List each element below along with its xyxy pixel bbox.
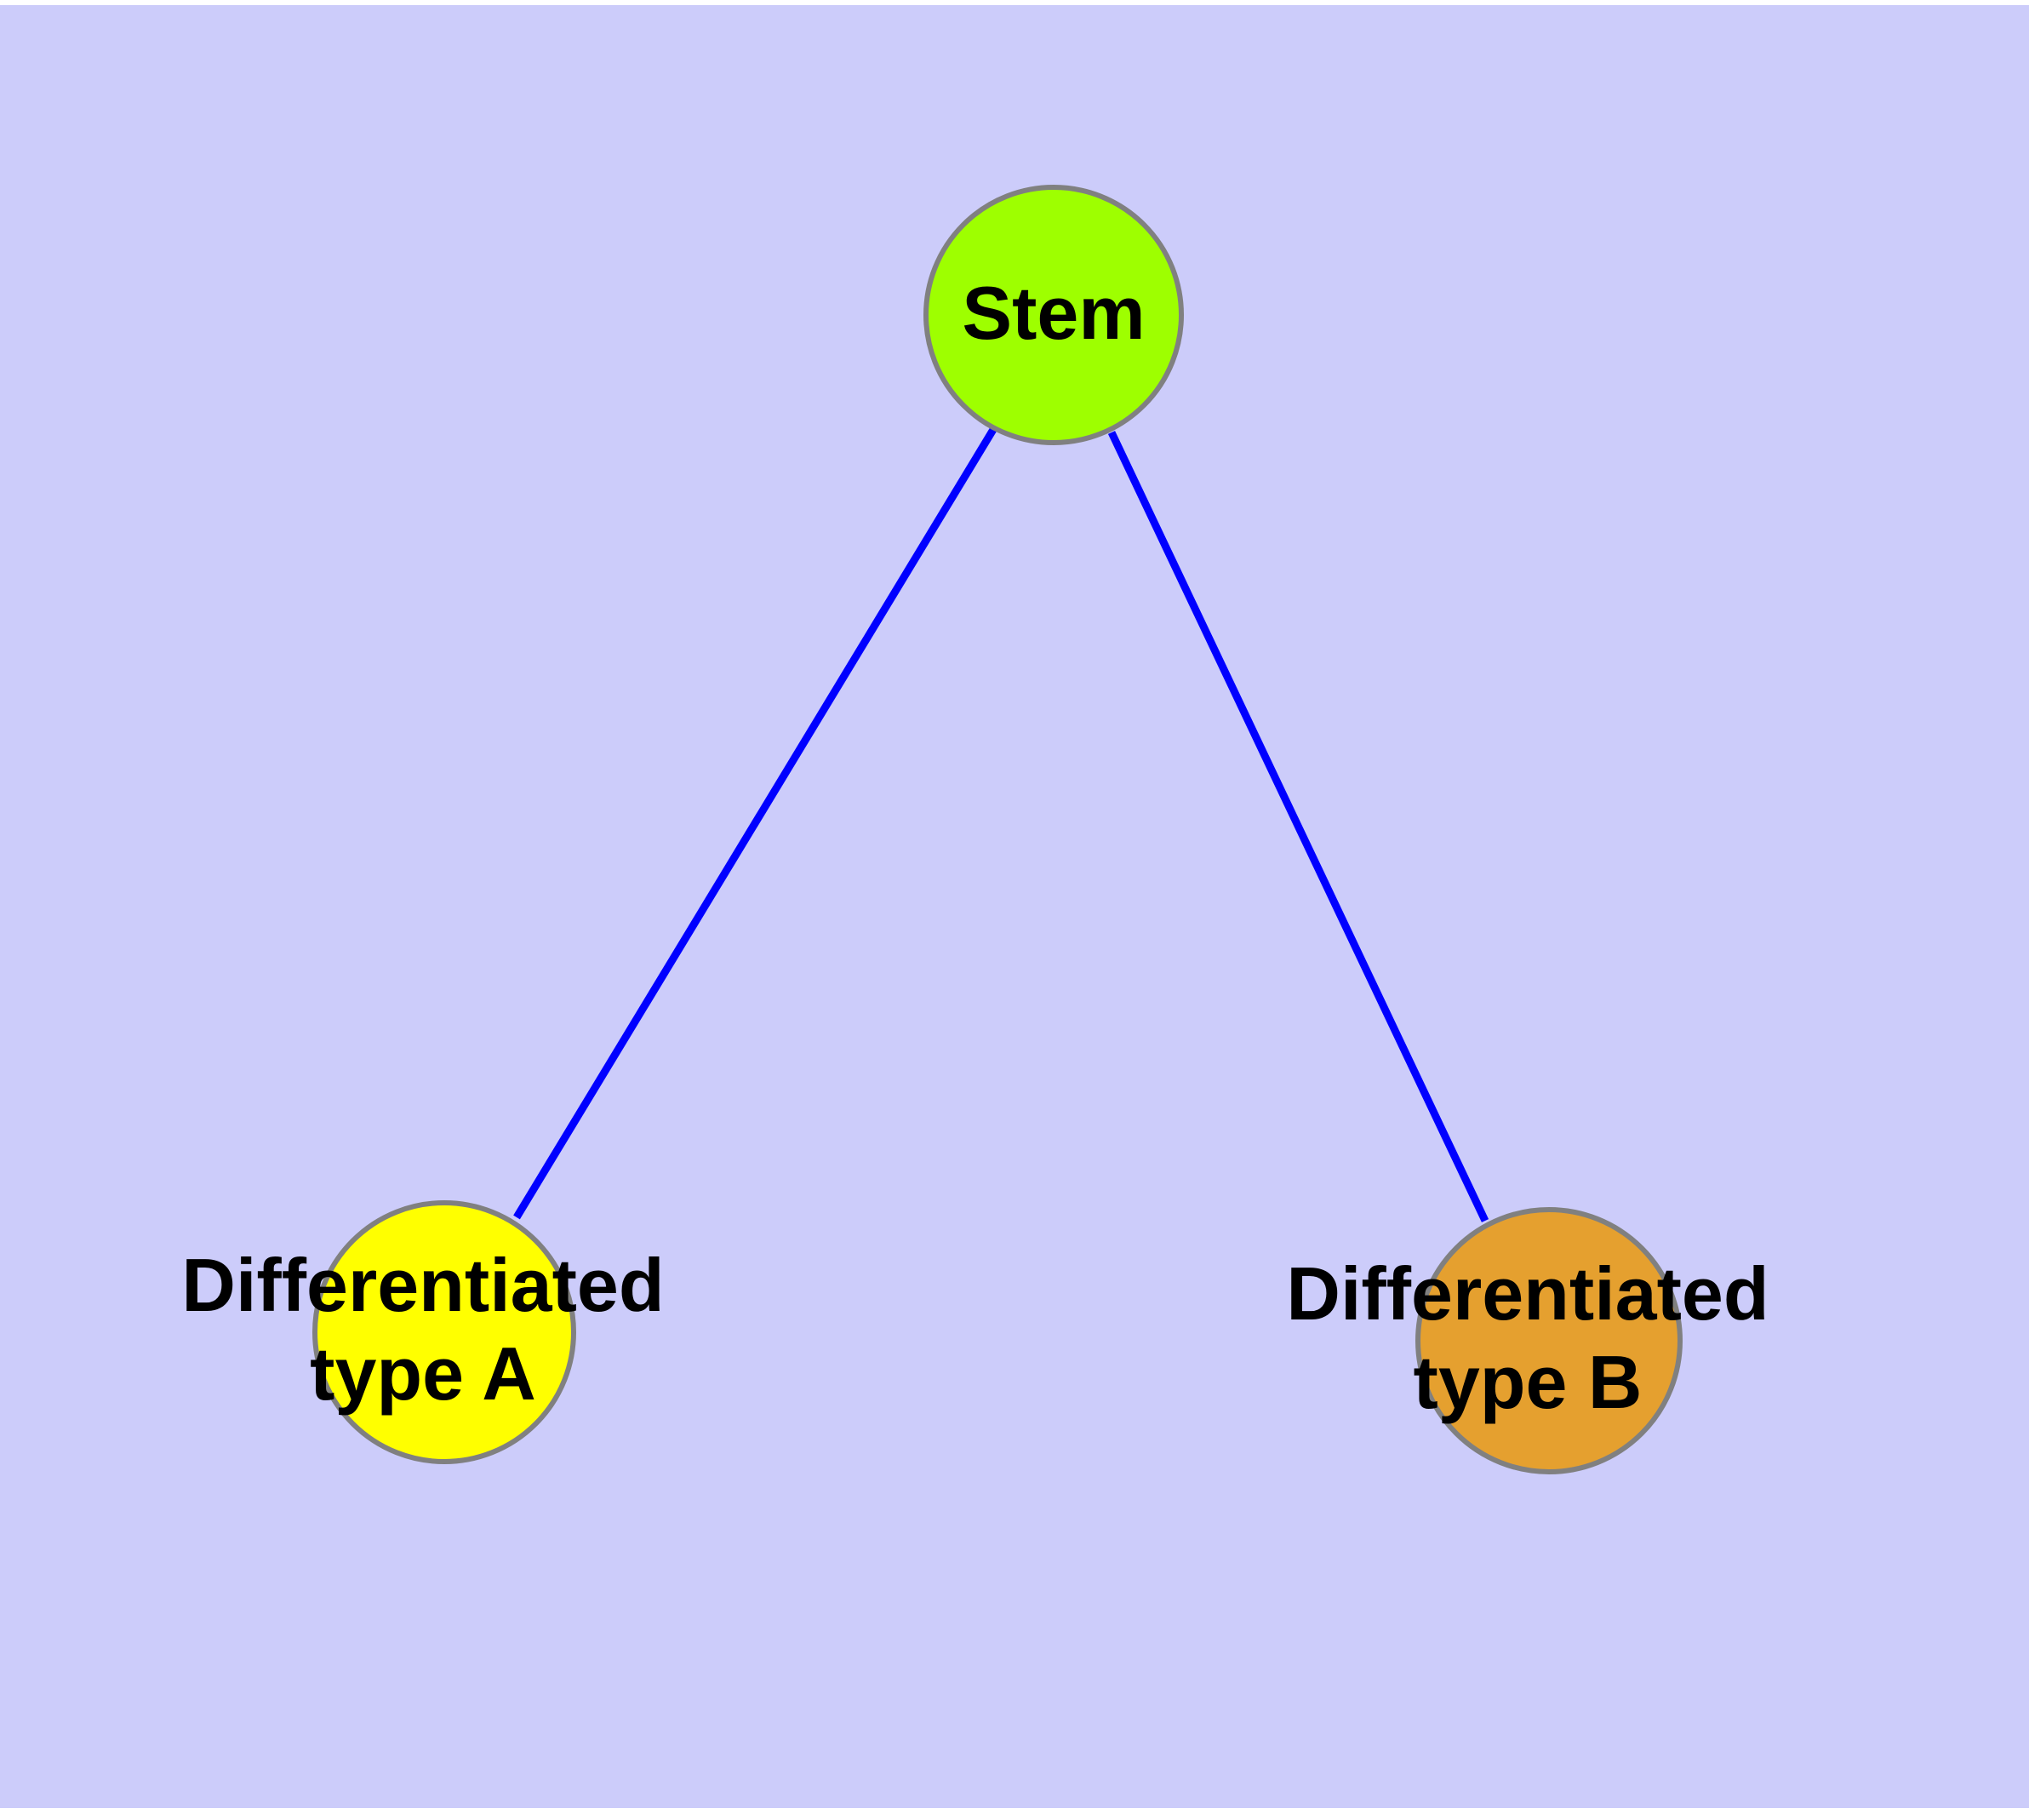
node-label-line: Differentiated <box>181 1243 664 1327</box>
node-diff-b[interactable] <box>1415 1207 1683 1474</box>
edge-stem-to-diff-b[interactable] <box>1107 431 1489 1222</box>
node-label-line: Stem <box>962 271 1145 355</box>
edge-stem-to-diff-a[interactable] <box>513 426 997 1220</box>
edge-layer <box>513 426 1489 1222</box>
node-label-stem: Stem <box>962 271 1145 355</box>
node-diff-a[interactable] <box>312 1200 576 1464</box>
node-layer <box>312 185 1683 1474</box>
node-label-line: Differentiated <box>1286 1251 1769 1336</box>
node-stem[interactable] <box>923 185 1184 445</box>
node-label-line: type B <box>1414 1340 1643 1424</box>
node-label-line: type A <box>310 1331 536 1416</box>
